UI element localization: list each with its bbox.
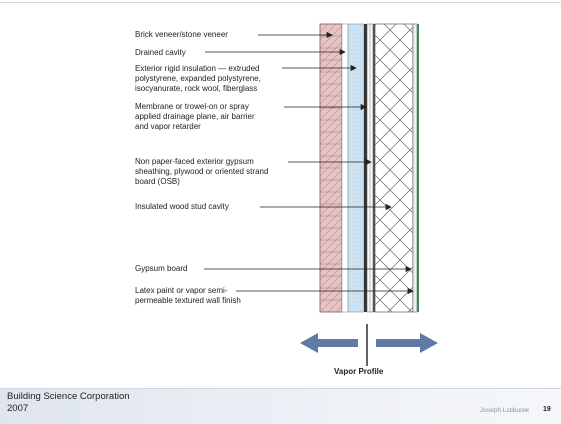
gypsum-board-layer bbox=[412, 23, 419, 313]
leader-lines bbox=[204, 31, 414, 295]
footer-author: Joseph Lstiburek bbox=[480, 407, 530, 414]
callout-brick-veneer: Brick veneer/stone veneer bbox=[135, 30, 228, 39]
callout-rigid-insulation: Exterior rigid insulation — extruded pol… bbox=[135, 64, 261, 93]
footer-rule bbox=[0, 388, 561, 389]
page-number: 19 bbox=[543, 406, 551, 413]
callout-sheathing: Non paper-faced exterior gypsum sheathin… bbox=[135, 157, 269, 186]
callout-paint-finish: Latex paint or vapor semi- permeable tex… bbox=[135, 286, 241, 305]
callout-membrane: Membrane or trowel-on or spray applied d… bbox=[135, 102, 255, 131]
vapor-arrow-right bbox=[376, 333, 438, 353]
vapor-arrow-left bbox=[300, 333, 358, 353]
slide-footer bbox=[0, 388, 561, 424]
footer-year: 2007 bbox=[7, 403, 29, 414]
callout-stud-cavity: Insulated wood stud cavity bbox=[135, 202, 229, 211]
vapor-profile-arrows bbox=[300, 324, 438, 366]
footer-organization: Building Science Corporation bbox=[7, 391, 130, 402]
brick-veneer-layer bbox=[319, 23, 343, 313]
membrane-sheathing-layers bbox=[364, 23, 375, 313]
callout-gypsum-board: Gypsum board bbox=[135, 264, 188, 273]
top-rule bbox=[0, 2, 561, 3]
callout-drained-cavity: Drained cavity bbox=[135, 48, 186, 57]
vapor-profile-label: Vapor Profile bbox=[334, 367, 384, 376]
stud-cavity-layer bbox=[374, 23, 414, 313]
